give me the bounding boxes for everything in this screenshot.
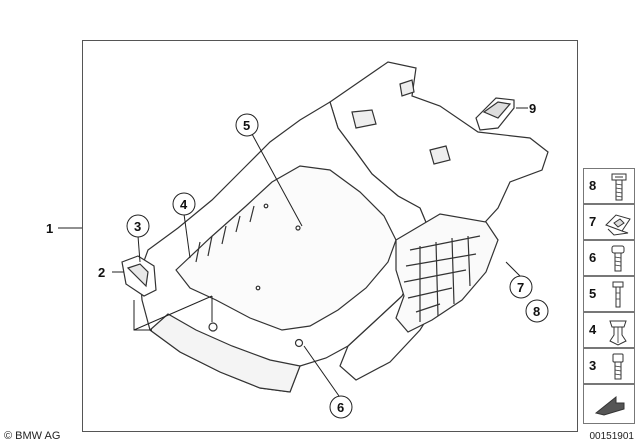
legend-number: 3 [589,358,597,373]
leader-line-3 [137,235,141,263]
callout-5: 5 [235,113,259,137]
legend-item-8: 8 [583,168,635,204]
arrow-icon [594,395,625,416]
pin-icon [612,281,624,308]
fillister-screw-icon [612,353,624,380]
callout-label-8: 8 [533,304,540,319]
callout-label-3: 3 [134,219,141,234]
callout-label-2: 2 [98,265,105,280]
leader-line-7 [505,261,521,277]
callout-6: 6 [329,395,353,419]
legend-item-4: 4 [583,312,635,348]
leader-line-5 [251,133,303,227]
legend-number: 8 [589,178,597,193]
callout-label-7: 7 [517,280,524,295]
clip-part-2 [121,255,157,297]
legend-number: 6 [589,250,597,265]
bracket-lines [133,295,213,331]
callout-4: 4 [172,192,196,216]
legend-item-5: 5 [583,276,635,312]
cover-cap-part-9 [475,97,515,131]
leader-line-6 [303,345,340,397]
legend-item-6: 6 [583,240,635,276]
legend-number: 5 [589,286,597,301]
callout-label-4: 4 [180,197,188,212]
legend-number: 7 [589,214,597,229]
callout-3: 3 [126,214,150,238]
copyright-label: © BMW AG [4,430,61,442]
callout-label-5: 5 [243,118,250,133]
expanding-rivet-icon [609,320,627,346]
bolt-icon [611,173,627,201]
callout-8: 8 [525,299,549,323]
main-frame [82,40,578,432]
callout-label-6: 6 [337,400,344,415]
callout-1: 1 [46,221,53,236]
legend-item-7: 7 [583,204,635,240]
screw-icon [611,245,625,272]
legend-number: 4 [589,322,597,337]
arrow-box [583,384,635,424]
legend-item-3: 3 [583,348,635,384]
document-number: 00151901 [589,431,635,442]
leader-lines [112,107,528,397]
callout-7: 7 [509,275,533,299]
callout-9: 9 [529,101,536,116]
leader-line-4 [183,213,191,259]
callout-label-9: 9 [529,101,536,116]
spring-nut-icon [605,214,631,236]
callout-label-1: 1 [46,221,53,236]
callout-2: 2 [98,265,105,280]
